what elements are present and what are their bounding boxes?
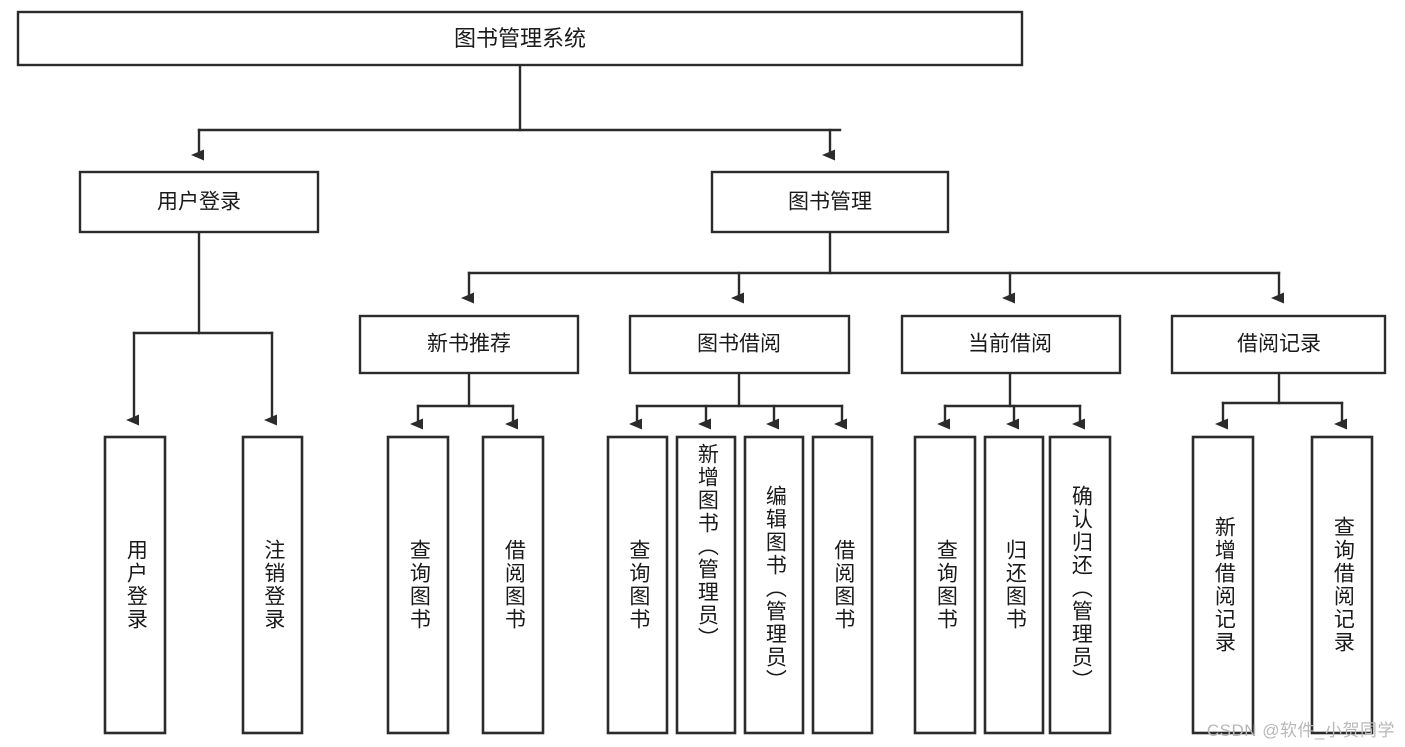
node-current-borrow[interactable]: 当前借阅 <box>900 314 1122 375</box>
leaf-box-query-book-2[interactable] <box>606 435 669 735</box>
node-root[interactable]: 图书管理系统 <box>16 10 1024 67</box>
node-user-login-label: 用户登录 <box>157 191 241 214</box>
leaf-box-confirm-return[interactable] <box>1048 435 1112 735</box>
node-book-borrow[interactable]: 图书借阅 <box>628 314 851 375</box>
node-new-book-recommend[interactable]: 新书推荐 <box>358 314 580 375</box>
leaf-box-edit-book[interactable] <box>743 435 805 735</box>
leaf-box-query-record[interactable] <box>1310 435 1374 735</box>
node-borrow-record[interactable]: 借阅记录 <box>1170 314 1387 375</box>
node-user-login[interactable]: 用户登录 <box>78 170 320 234</box>
csdn-watermark: CSDN @软件_小贺同学 <box>1206 721 1395 740</box>
connector-record-to-leaves <box>1215 371 1347 430</box>
leaf-box-user-login[interactable] <box>103 435 167 735</box>
leaf-box-add-book[interactable] <box>675 435 737 735</box>
connector-borrow-to-leaves <box>629 371 847 430</box>
leaf-boxes <box>103 435 1374 735</box>
node-new-book-recommend-label: 新书推荐 <box>427 333 511 356</box>
leaf-box-user-logout[interactable] <box>241 435 304 735</box>
node-book-borrow-label: 图书借阅 <box>697 333 781 356</box>
connector-current-to-leaves <box>937 371 1085 430</box>
node-current-borrow-label: 当前借阅 <box>968 333 1052 356</box>
node-borrow-record-label: 借阅记录 <box>1237 333 1321 356</box>
connector-book-manage-to-level3 <box>461 230 1284 304</box>
node-root-label: 图书管理系统 <box>454 26 586 51</box>
leaf-box-query-book-1[interactable] <box>386 435 450 735</box>
node-book-manage-label: 图书管理 <box>788 191 872 214</box>
leaf-box-borrow-book-2[interactable] <box>811 435 874 735</box>
connector-user-login-to-leaves <box>126 230 277 426</box>
node-book-manage[interactable]: 图书管理 <box>710 170 950 234</box>
leaf-box-add-record[interactable] <box>1191 435 1255 735</box>
connector-recommend-to-leaves <box>410 371 518 430</box>
leaf-box-borrow-book-1[interactable] <box>481 435 545 735</box>
leaf-box-return-book[interactable] <box>983 435 1045 735</box>
leaf-box-query-book-3[interactable] <box>913 435 977 735</box>
connector-root-to-level2 <box>191 63 842 161</box>
